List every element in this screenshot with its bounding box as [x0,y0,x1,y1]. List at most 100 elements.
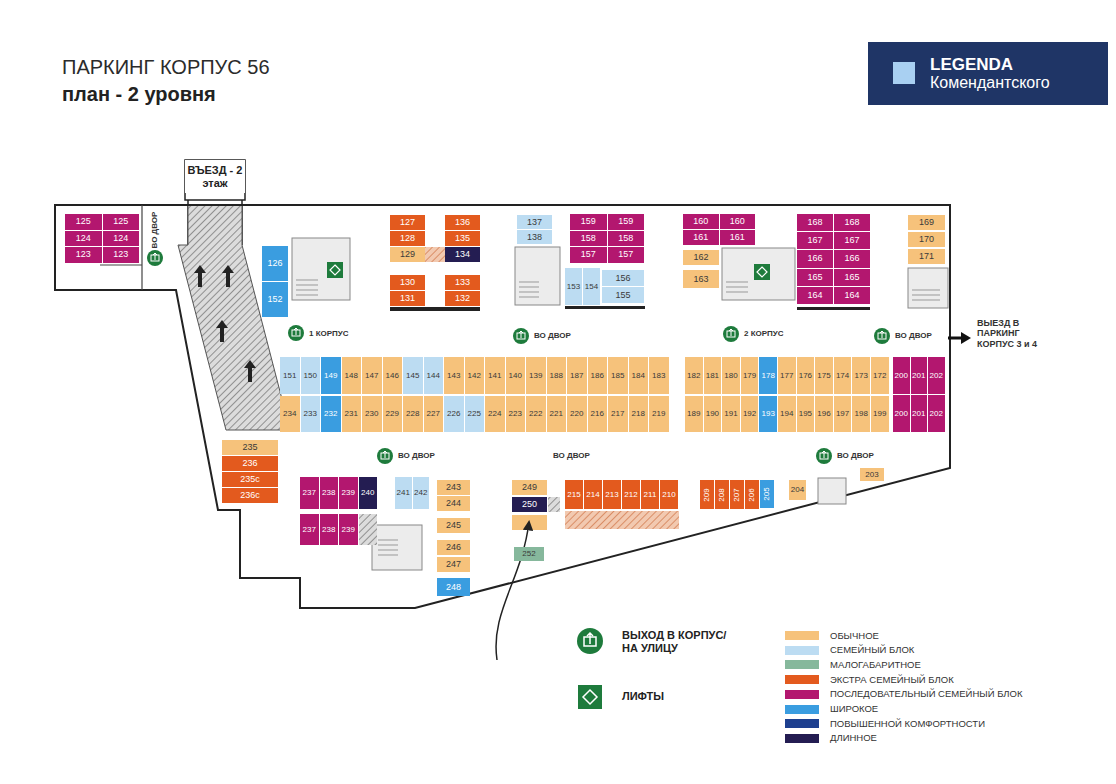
legend-swatch [785,734,819,743]
space-number: 170 [919,235,934,244]
parking-space: 206 [745,480,759,509]
parking-space: 126 [262,246,288,281]
parking-space: 147 [362,357,382,394]
logo-mark [893,62,915,84]
exit-icon [874,328,890,344]
subtitle: план - 2 уровня [62,83,216,106]
parking-space: 162 [683,250,719,265]
parking-space: 202 [928,395,945,432]
parking-space: 151 [280,357,300,394]
legend-text: МАЛОГАБАРИТНОЕ [830,660,921,671]
parking-space: 236 [222,456,278,471]
space-number: 231 [345,410,358,418]
parking-space: 246 [437,540,470,555]
parking-space: 219 [649,396,669,432]
entrance-label: ВЪЕЗД - 2 этаж [187,164,243,189]
space-number: 161 [730,233,745,242]
space-number: 221 [550,410,563,418]
parking-space: 232 [321,396,341,432]
parking-space: 233 [301,396,321,432]
stairs [726,282,748,292]
parking-space: 237 [300,514,319,545]
parking-space: 190 [704,396,722,432]
parking-space: 224 [485,396,505,432]
hatched-area [565,511,679,529]
parking-space: 203 [860,468,884,481]
parking-space: 135 [445,231,480,246]
wall [390,307,480,311]
parking-space: 217 [608,396,628,432]
wall [100,264,142,265]
space-number: 240 [361,489,374,497]
exit-icon [147,250,163,266]
parking-space: 236с [222,488,278,503]
space-number: 166 [807,254,822,263]
ramp-arrow [222,265,234,287]
space-number: 124 [76,234,91,243]
space-number: 198 [855,410,868,418]
space-number: 123 [76,250,91,259]
parking-space: 200 [893,357,910,394]
space-number: 191 [724,410,737,418]
space-number: 129 [400,250,415,259]
space-number: 124 [113,234,128,243]
parking-space: 153 [565,268,582,305]
parking-space: 130 [390,275,425,290]
parking-space: 139 [526,357,546,394]
parking-space: 170 [908,232,945,247]
exit-label: 1 КОРПУС [309,329,349,338]
space-number: 189 [687,410,700,418]
space-number: 142 [468,372,481,380]
space-number: 176 [799,372,812,380]
space-number: 133 [455,278,470,287]
space-number: 217 [611,410,624,418]
stair-core [722,248,795,300]
space-number: 185 [611,372,624,380]
space-number: 164 [807,291,822,300]
parking-space: 234 [280,396,300,432]
space-number: 215 [567,491,580,499]
parking-space: 175 [815,357,833,394]
space-number: 197 [836,410,849,418]
parking-space: 185 [608,357,628,394]
parking-space: 207 [730,480,744,509]
space-number: 168 [844,218,859,227]
space-number: 227 [427,410,440,418]
parking-space: 178 [759,357,777,394]
parking-space: 235 [222,440,278,455]
exit-label: ВО ДВОР [837,451,874,460]
parking-space: 161 [720,230,756,245]
legend-swatch [785,631,819,640]
exit-label: ВО ДВОР [895,331,932,340]
parking-space: 172 [871,357,889,394]
space-number: 179 [743,372,756,380]
space-number: 222 [529,410,542,418]
parking-space: 243 [437,480,470,495]
parking-space: 171 [908,249,945,264]
parking-space: 215 [565,480,583,509]
parking-space: 138 [517,230,552,244]
space-number: 143 [447,372,460,380]
parking-space: 192 [741,396,759,432]
hatched-area [548,497,560,512]
parking-space: 222 [526,396,546,432]
space-number: 162 [693,253,708,262]
legend-swatch [785,675,819,684]
space-number: 160 [730,217,745,226]
space-number: 252 [522,550,535,558]
wall [141,205,142,290]
parking-space: 244 [437,496,470,511]
parking-space: 141 [485,357,505,394]
exit-icon [377,448,393,464]
space-number: 202 [930,372,943,380]
parking-space: 200 [893,395,910,432]
space-number: 200 [895,410,908,418]
parking-space: 209 [700,480,714,509]
space-number: 195 [799,410,812,418]
parking-space: 240 [359,477,378,509]
legend-text: ПОВЫШЕННОЙ КОМФОРТНОСТИ [830,719,985,730]
legend-swatch [785,646,819,655]
space-number: 186 [591,372,604,380]
space-number: 245 [446,521,461,530]
space-number: 234 [283,410,296,418]
